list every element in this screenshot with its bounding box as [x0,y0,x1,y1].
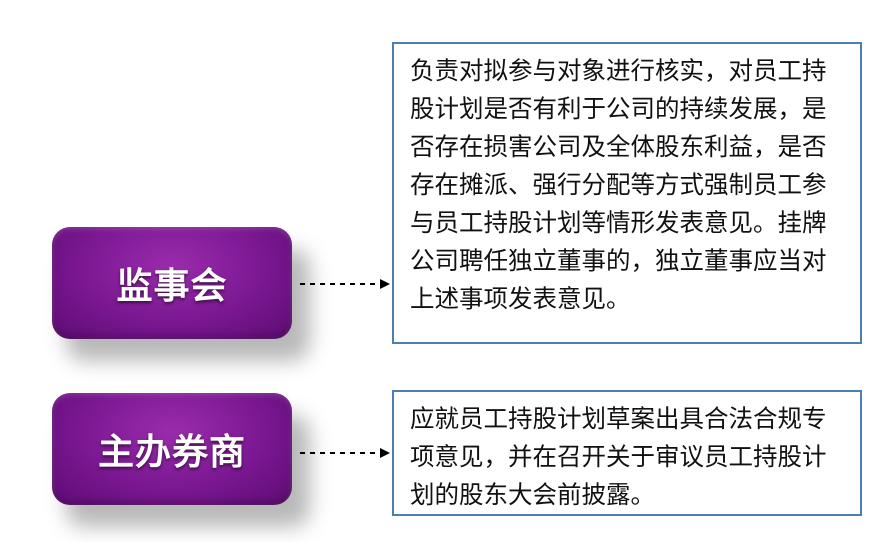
role-sponsor-broker: 主办券商 [52,393,292,505]
arrow-icon [300,448,390,458]
description-supervisory-board: 负责对拟参与对象进行核实，对员工持股计划是否有利于公司的持续发展，是否存在损害公… [392,42,862,344]
description-sponsor-broker: 应就员工持股计划草案出具合法合规专项意见，并在召开关于审议员工持股计划的股东大会… [392,390,862,516]
role-sponsor-broker-wrap: 主办券商 [52,393,310,527]
role-supervisory-board: 监事会 [52,227,292,339]
dashed-arrow-1 [300,277,392,291]
role-supervisory-board-wrap: 监事会 [52,227,310,361]
arrow-icon [300,279,390,289]
dashed-arrow-2 [300,446,392,460]
